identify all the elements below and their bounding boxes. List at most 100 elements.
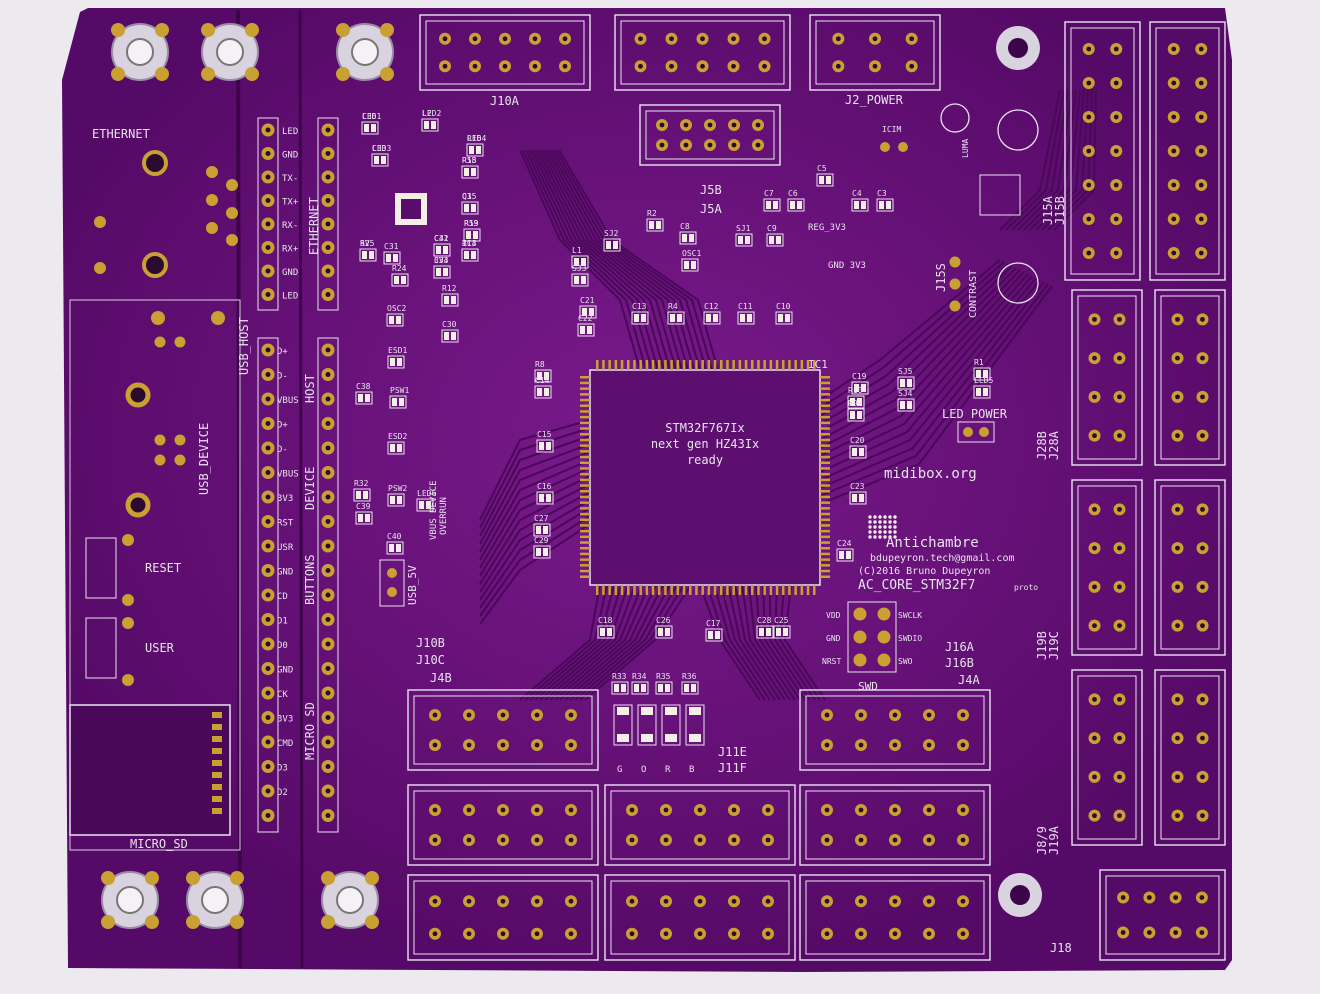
trace <box>534 584 622 701</box>
pin-hole <box>1117 355 1122 361</box>
smd-outline <box>876 198 894 212</box>
pin-hole <box>1117 394 1122 400</box>
label-gnd-3v3: GND 3V3 <box>828 261 866 271</box>
smd-pad <box>649 221 654 229</box>
label-contrast: CONTRAST <box>968 270 979 318</box>
chip-pin <box>695 360 698 370</box>
sd-pad <box>212 724 222 730</box>
pin-hole <box>562 36 568 42</box>
connector-label: J10C <box>416 653 445 667</box>
smd-component <box>441 293 459 307</box>
header-inner <box>1105 875 1220 955</box>
connector-label: J18 <box>1050 941 1072 955</box>
smd-component <box>433 265 451 279</box>
trace <box>554 584 650 701</box>
pin-hole <box>1200 813 1205 819</box>
chip-pin <box>633 360 636 370</box>
pin-hole <box>629 837 635 843</box>
chip-pin <box>580 433 590 436</box>
component-label: LED6 <box>417 489 436 498</box>
pin-hole <box>472 36 478 42</box>
component-label: C24 <box>837 539 852 548</box>
chip-pin <box>751 585 754 595</box>
connector-label: J10B <box>416 636 445 650</box>
swd-pad <box>877 607 891 621</box>
smd-pad <box>641 314 646 322</box>
sd-pin-label: D1 <box>277 617 288 627</box>
pin-hole <box>534 742 540 748</box>
component-label: C19 <box>852 372 867 381</box>
smd-component <box>655 681 673 695</box>
smd-pad <box>766 201 771 209</box>
smd-pad <box>859 448 864 456</box>
pin-hole <box>1199 895 1205 900</box>
smd-components <box>353 118 1021 746</box>
component-label: C34 <box>434 256 449 265</box>
pin-hole <box>629 898 635 904</box>
header-outline <box>407 874 599 961</box>
pin-hole <box>1175 623 1180 629</box>
logo-dot <box>893 535 897 539</box>
smd-pad <box>371 124 376 132</box>
header-j4a <box>799 689 991 771</box>
component-label: R33 <box>612 672 627 681</box>
logo-dot <box>888 515 892 519</box>
sd-pad <box>212 772 222 778</box>
standoff-pad <box>365 915 379 929</box>
component-label: C13 <box>632 302 647 311</box>
smd-component <box>387 493 405 507</box>
ethernet-pin-label: RX+ <box>282 245 299 255</box>
pin-hole <box>960 898 966 904</box>
smd-component <box>851 198 869 212</box>
component-label: PSW2 <box>388 484 407 493</box>
chip-pin <box>670 585 673 595</box>
pin-hole <box>960 742 966 748</box>
smd-outline <box>433 265 451 279</box>
pin-hole <box>325 174 331 180</box>
header-outline <box>419 14 591 91</box>
chip-pin <box>757 360 760 370</box>
chip-pin <box>820 569 830 573</box>
smd-pad <box>713 314 718 322</box>
trace <box>819 259 1001 401</box>
chip-pin <box>820 541 830 544</box>
sd-pin-label: 3V3 <box>277 715 293 725</box>
icim-pad <box>880 142 890 152</box>
smd-pad <box>574 276 579 284</box>
header-inner <box>805 695 985 765</box>
trace <box>1029 89 1081 231</box>
label-micro-sd-vertical: MICRO SD <box>303 702 317 760</box>
pin-hole <box>325 788 331 794</box>
pin-hole <box>265 690 271 696</box>
smd-pad <box>582 308 587 316</box>
pin-hole <box>265 568 271 573</box>
connector-label: J2_POWER <box>845 93 904 107</box>
pin-hole <box>960 712 966 718</box>
pin-hole <box>466 712 472 718</box>
smd-pad <box>740 314 745 322</box>
component-label: PSW1 <box>390 386 409 395</box>
smd-outline <box>611 681 629 695</box>
j15s-pad <box>949 300 961 312</box>
component-label: C33 <box>372 144 387 153</box>
pin-hole <box>1175 316 1180 322</box>
pin-hole <box>1198 250 1204 256</box>
label-buttons: BUTTONS <box>303 554 317 605</box>
pin-hole <box>265 372 271 377</box>
smd-outline <box>389 395 407 409</box>
trace <box>479 499 591 601</box>
trace <box>529 584 615 701</box>
component-label: C28 <box>757 616 772 625</box>
smd-component <box>787 198 805 212</box>
pin-hole <box>325 470 331 475</box>
logo-dot <box>878 520 882 524</box>
header-right-5 <box>1071 479 1143 656</box>
smd-outline <box>361 121 379 135</box>
standoff-pad <box>230 915 244 929</box>
label-ethernet-vertical: ETHERNET <box>307 197 321 255</box>
pin-hole <box>926 837 932 843</box>
pin-hole <box>265 245 271 250</box>
pin-hole <box>1086 46 1092 52</box>
smd-component <box>667 311 685 325</box>
pin-hole <box>1113 216 1119 222</box>
